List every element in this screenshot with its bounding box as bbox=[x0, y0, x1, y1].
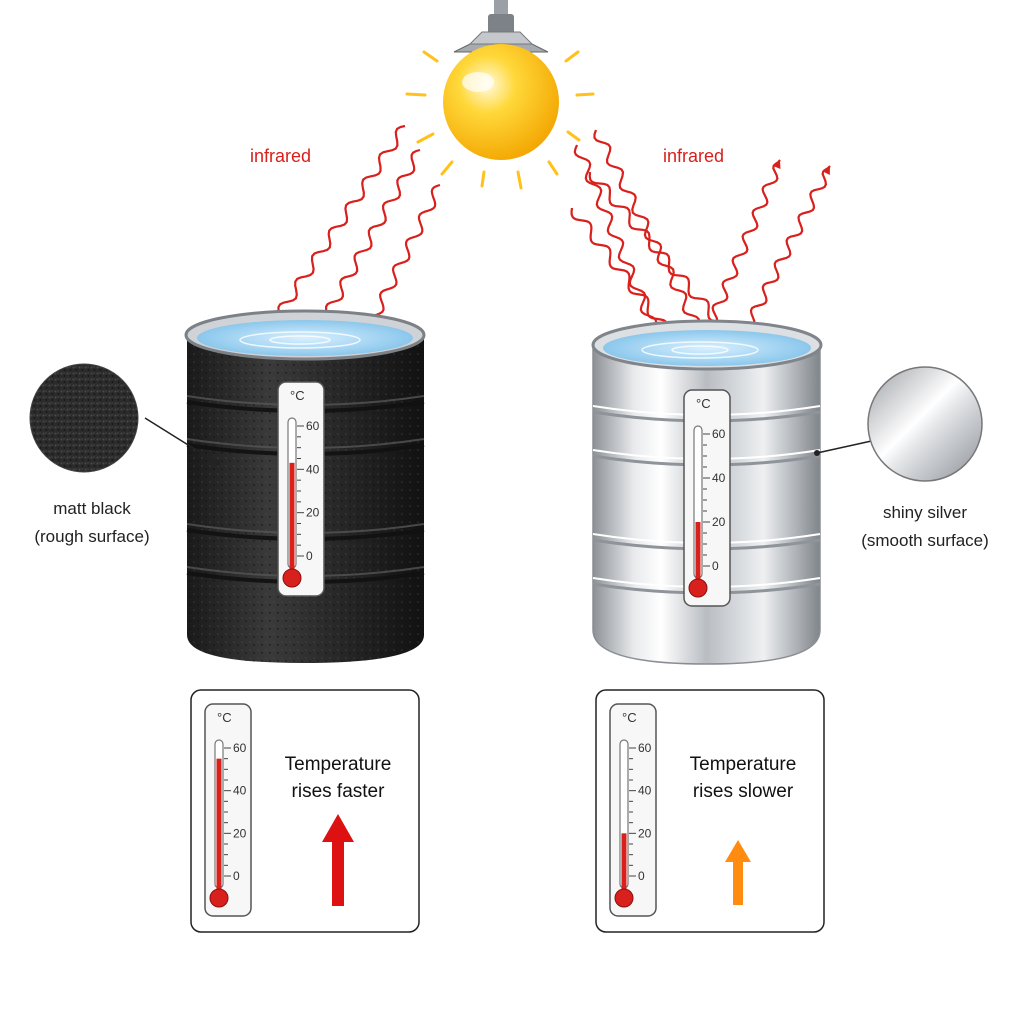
thermometer-tick-label: 60 bbox=[638, 741, 652, 755]
black-can-water bbox=[197, 320, 413, 356]
shiny-silver-zoom bbox=[814, 366, 983, 482]
result-silver-line2: rises slower bbox=[693, 781, 794, 802]
light-bulb bbox=[443, 44, 559, 160]
shiny-silver-sub-label: (smooth surface) bbox=[861, 531, 989, 550]
black-can-thermometer: °C 60 40 20 0 bbox=[277, 381, 325, 597]
thermometer-tick-label: 60 bbox=[233, 741, 247, 755]
thermometer-mercury bbox=[695, 522, 701, 588]
temperature-rise-arrow-small bbox=[725, 840, 751, 905]
thermometer-tick-label: 20 bbox=[638, 826, 652, 840]
smooth-surface-sample bbox=[867, 366, 983, 482]
thermometer-mercury bbox=[216, 758, 222, 898]
result-silver-line1: Temperature bbox=[690, 754, 797, 775]
thermometer-mercury bbox=[621, 833, 627, 898]
temperature-rise-arrow-large bbox=[322, 814, 354, 906]
thermometer-tick-label: 60 bbox=[306, 419, 320, 433]
silver-can-thermometer: °C 60 40 20 0 bbox=[683, 389, 731, 607]
thermometer-bulb bbox=[688, 578, 708, 598]
result-panel-silver: °C 60 40 20 0 Temperature rises slower bbox=[595, 689, 825, 933]
thermometer-tick-label: 40 bbox=[638, 784, 652, 798]
thermometer-bulb bbox=[282, 568, 302, 588]
thermometer-tick-label: 0 bbox=[306, 549, 313, 563]
result-thermometer-silver: °C 60 40 20 0 bbox=[609, 703, 657, 917]
thermometer-case bbox=[277, 381, 325, 597]
thermometer-bulb bbox=[614, 888, 634, 908]
thermometer-unit: °C bbox=[622, 710, 637, 725]
thermometer-tick-label: 0 bbox=[233, 869, 240, 883]
matt-black-sub-label: (rough surface) bbox=[34, 527, 149, 546]
lamp bbox=[405, 0, 595, 190]
shiny-silver-label: shiny silver bbox=[883, 503, 967, 522]
thermometer-unit: °C bbox=[696, 396, 711, 411]
thermometer-tick-label: 60 bbox=[712, 427, 726, 441]
thermometer-mercury bbox=[289, 462, 295, 578]
result-panel-black: °C 60 40 20 0 Temperature rises faster bbox=[190, 689, 420, 933]
thermometer-case bbox=[204, 703, 252, 917]
thermometer-tick-label: 20 bbox=[233, 826, 247, 840]
thermometer-case bbox=[683, 389, 731, 607]
thermometer-case bbox=[609, 703, 657, 917]
thermometer-tick-label: 20 bbox=[712, 515, 726, 529]
thermometer-tick-label: 40 bbox=[712, 471, 726, 485]
thermometer-tick-label: 20 bbox=[306, 506, 320, 520]
bulb-rays bbox=[405, 50, 595, 190]
thermometer-tick-label: 0 bbox=[712, 559, 719, 573]
silver-can-water bbox=[603, 330, 811, 366]
thermometer-bulb bbox=[209, 888, 229, 908]
result-black-line2: rises faster bbox=[292, 781, 386, 802]
matt-black-zoom bbox=[29, 363, 220, 473]
result-black-line1: Temperature bbox=[285, 754, 392, 775]
thermometer-tick-label: 0 bbox=[638, 869, 645, 883]
thermometer-tick-label: 40 bbox=[233, 784, 247, 798]
result-thermometer-black: °C 60 40 20 0 bbox=[204, 703, 252, 917]
thermometer-unit: °C bbox=[217, 710, 232, 725]
rough-surface-sample bbox=[29, 363, 139, 473]
thermometer-tick-label: 40 bbox=[306, 462, 320, 476]
matt-black-label: matt black bbox=[53, 499, 131, 518]
infrared-label-left: infrared bbox=[250, 146, 311, 166]
infrared-label-right: infrared bbox=[663, 146, 724, 166]
thermometer-unit: °C bbox=[290, 388, 305, 403]
